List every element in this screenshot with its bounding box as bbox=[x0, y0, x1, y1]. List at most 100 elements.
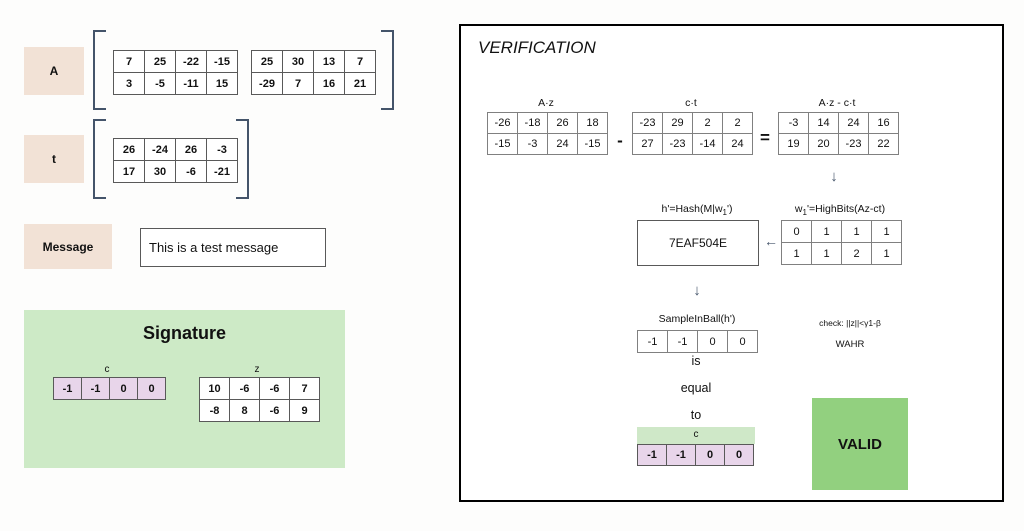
cell: -1 bbox=[637, 444, 667, 466]
cell: -3 bbox=[517, 133, 548, 155]
comparison-word-equal-text: equal bbox=[680, 381, 712, 395]
cell: 19 bbox=[778, 133, 809, 155]
table-row: -15 -3 24 -15 bbox=[487, 133, 608, 155]
cell: 27 bbox=[632, 133, 663, 155]
cell: -23 bbox=[838, 133, 869, 155]
matrix-A-part-1: 7 25 -22 -15 3 -5 -11 15 bbox=[113, 50, 238, 95]
cell: 9 bbox=[289, 399, 320, 422]
cell: -6 bbox=[229, 377, 260, 400]
cell: 0 bbox=[724, 444, 754, 466]
matrix-A-part-2: 25 30 13 7 -29 7 16 21 bbox=[251, 50, 376, 95]
check-condition-line1: check: ||z||<γ1-β bbox=[819, 318, 881, 328]
cell: -23 bbox=[662, 133, 693, 155]
cell: 16 bbox=[313, 72, 345, 95]
cell: 24 bbox=[838, 112, 869, 134]
c-result-label: c bbox=[637, 429, 755, 440]
matrix-az-body: -26 -18 26 18 -15 -3 24 -15 bbox=[487, 112, 608, 155]
table-row: 17 30 -6 -21 bbox=[113, 160, 238, 183]
cell: 0 bbox=[109, 377, 138, 400]
cell: 0 bbox=[781, 220, 812, 243]
cell: -14 bbox=[692, 133, 723, 155]
cell: 0 bbox=[137, 377, 166, 400]
cell: -1 bbox=[81, 377, 110, 400]
cell: 22 bbox=[868, 133, 899, 155]
signature-title-text: Signature bbox=[142, 323, 226, 343]
label-hash: h'=Hash(M|w1') bbox=[637, 203, 757, 217]
cell: 0 bbox=[727, 330, 758, 353]
matrix-sampleinball: -1 -1 0 0 bbox=[637, 330, 758, 353]
matrix-ct-body: -23 29 2 2 27 -23 -14 24 bbox=[632, 112, 753, 155]
left-arrow-icon: ← bbox=[762, 233, 780, 249]
cell: -6 bbox=[175, 160, 207, 183]
cell: 1 bbox=[781, 242, 812, 265]
cell: -5 bbox=[144, 72, 176, 95]
operator-equals-text: = bbox=[760, 128, 770, 147]
label-hash-prefix: h'=Hash(M|w bbox=[661, 203, 723, 215]
check-result-line2: WAHR bbox=[835, 339, 865, 350]
cell: 7 bbox=[289, 377, 320, 400]
cell: 1 bbox=[871, 220, 902, 243]
cell: -18 bbox=[517, 112, 548, 134]
cell: 21 bbox=[344, 72, 376, 95]
cell: -1 bbox=[637, 330, 668, 353]
cell: 1 bbox=[841, 220, 872, 243]
matrix-highbits: 0 1 1 1 1 1 2 1 bbox=[781, 220, 902, 265]
cell: -3 bbox=[778, 112, 809, 134]
table-row: 26 -24 26 -3 bbox=[113, 138, 238, 161]
matrix-ct: -23 29 2 2 27 -23 -14 24 bbox=[632, 112, 753, 155]
table-row: 0 1 1 1 bbox=[781, 220, 902, 243]
table-row: -1 -1 0 0 bbox=[637, 444, 754, 466]
signature-c-label: c bbox=[52, 364, 162, 375]
cell: 10 bbox=[199, 377, 230, 400]
down-arrow-icon-1-glyph: ↓ bbox=[830, 168, 838, 185]
operator-equals: = bbox=[756, 128, 774, 148]
row-label-t: t bbox=[24, 135, 84, 183]
row-label-message: Message bbox=[24, 224, 112, 269]
message-value-box[interactable]: This is a test message bbox=[140, 228, 326, 267]
label-az-minus-ct: A·z - c·t bbox=[778, 97, 896, 109]
matrix-A-part-2-body: 25 30 13 7 -29 7 16 21 bbox=[251, 50, 376, 95]
cell: 18 bbox=[577, 112, 608, 134]
cell: -15 bbox=[487, 133, 518, 155]
verification-title-text: VERIFICATION bbox=[478, 38, 596, 57]
table-row: 7 25 -22 -15 bbox=[113, 50, 238, 73]
cell: 16 bbox=[868, 112, 899, 134]
cell: -3 bbox=[206, 138, 238, 161]
table-row: -1 -1 0 0 bbox=[53, 377, 166, 400]
cell: 2 bbox=[722, 112, 753, 134]
check-condition-text: check: ||z||<γ1-β bbox=[790, 318, 910, 328]
down-arrow-icon-2: ↓ bbox=[685, 282, 709, 299]
matrix-c-result: -1 -1 0 0 bbox=[637, 444, 754, 466]
table-row: 1 1 2 1 bbox=[781, 242, 902, 265]
matrix-sampleinball-body: -1 -1 0 0 bbox=[637, 330, 758, 353]
cell: 26 bbox=[175, 138, 207, 161]
matrix-bracket-left-A bbox=[93, 30, 106, 110]
table-row: -3 14 24 16 bbox=[778, 112, 899, 134]
matrix-bracket-left-t bbox=[93, 119, 106, 199]
cell: 2 bbox=[841, 242, 872, 265]
table-row: 27 -23 -14 24 bbox=[632, 133, 753, 155]
cell: 29 bbox=[662, 112, 693, 134]
matrix-c-result-body: -1 -1 0 0 bbox=[637, 444, 754, 466]
cell: 30 bbox=[282, 50, 314, 73]
cell: -24 bbox=[144, 138, 176, 161]
verification-title: VERIFICATION bbox=[478, 38, 596, 58]
cell: 7 bbox=[344, 50, 376, 73]
matrix-highbits-body: 0 1 1 1 1 1 2 1 bbox=[781, 220, 902, 265]
cell: 1 bbox=[811, 242, 842, 265]
label-highbits-suffix: '=HighBits(Az-ct) bbox=[806, 203, 886, 215]
cell: 1 bbox=[871, 242, 902, 265]
cell: 24 bbox=[722, 133, 753, 155]
matrix-bracket-right-A bbox=[381, 30, 394, 110]
cell: -22 bbox=[175, 50, 207, 73]
matrix-az: -26 -18 26 18 -15 -3 24 -15 bbox=[487, 112, 608, 155]
operator-minus: - bbox=[612, 131, 628, 151]
table-row: 25 30 13 7 bbox=[251, 50, 376, 73]
comparison-word-is: is bbox=[637, 354, 755, 368]
cell: 3 bbox=[113, 72, 145, 95]
signature-c-label-text: c bbox=[104, 364, 110, 375]
label-ct-text: c·t bbox=[685, 97, 697, 109]
label-az-text: A·z bbox=[538, 97, 554, 109]
comparison-word-equal: equal bbox=[637, 381, 755, 395]
label-highbits-prefix: w bbox=[794, 203, 803, 215]
